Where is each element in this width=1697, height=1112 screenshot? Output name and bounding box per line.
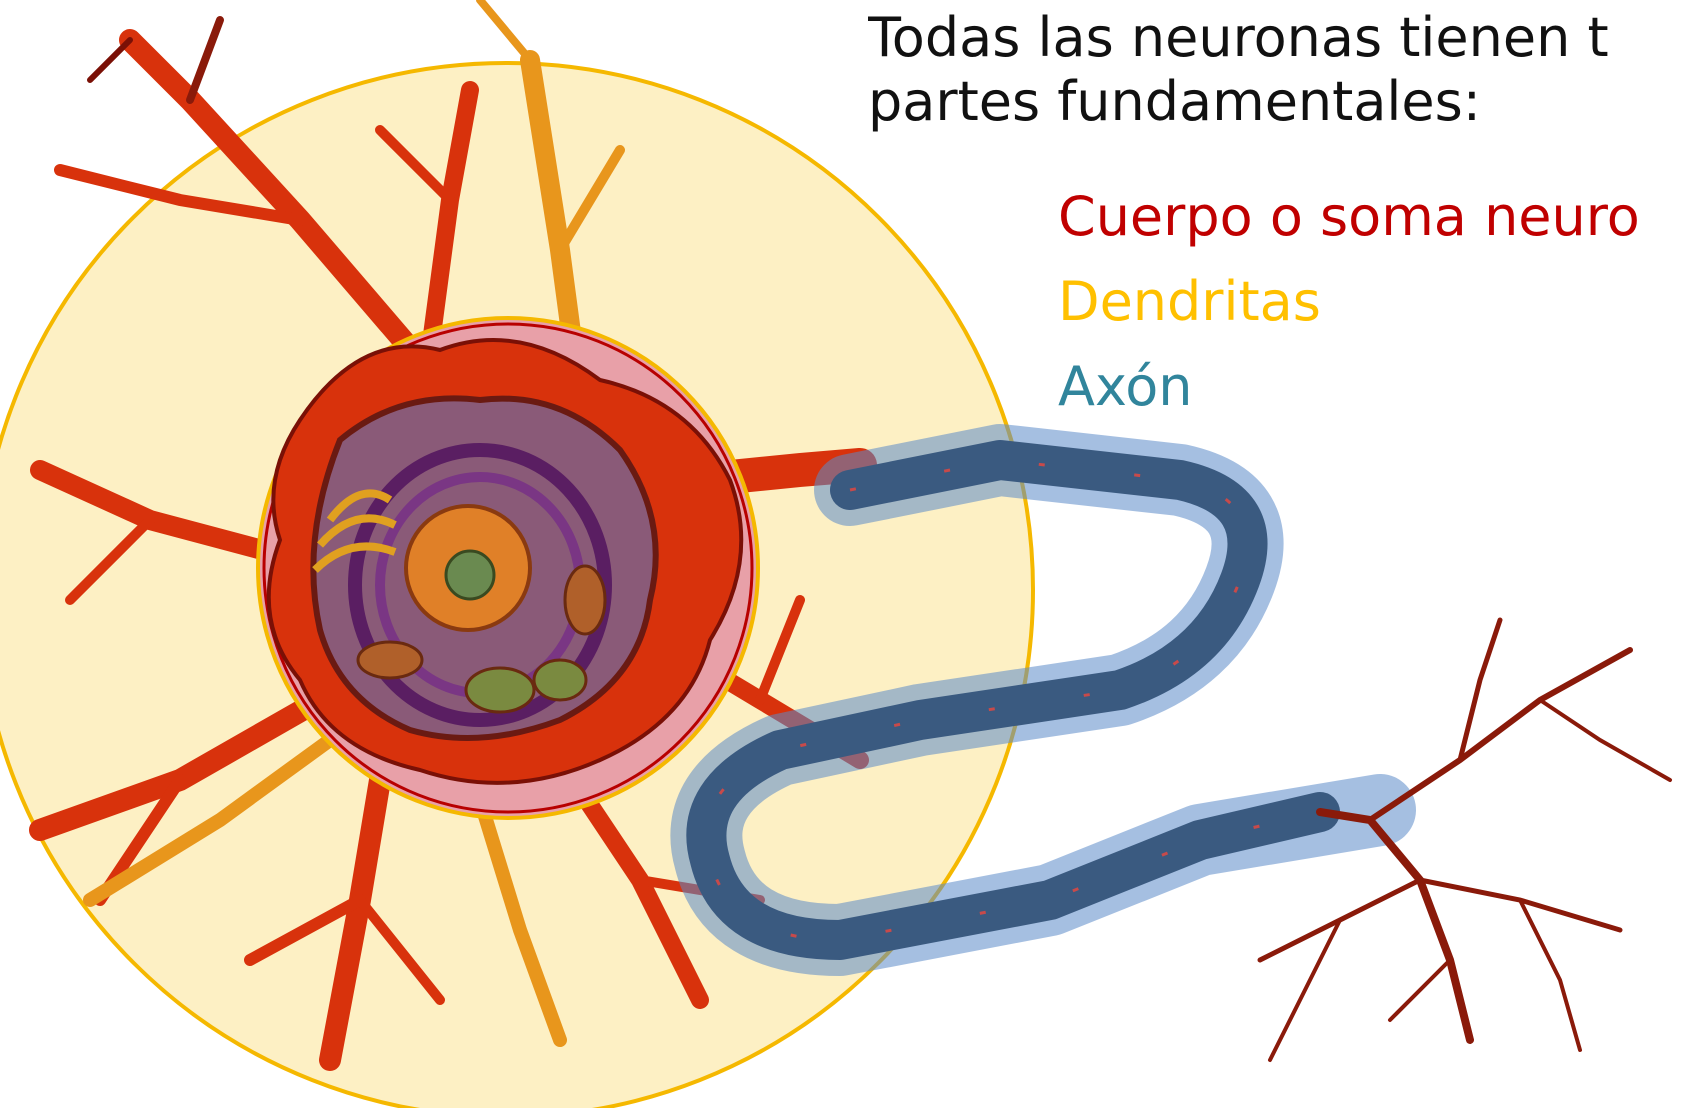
caption: Todas las neuronas tienen t partes funda… (868, 6, 1697, 134)
dendrite-branch (90, 40, 130, 80)
part-axon-label: Axón (1058, 344, 1697, 429)
dendrite-branch (480, 0, 530, 60)
part-soma-label: Cuerpo o soma neuro (1058, 174, 1697, 259)
part-dendrites-label: Dendritas (1058, 259, 1697, 344)
nucleolus (446, 551, 494, 599)
caption-line-1: Todas las neuronas tienen t (868, 6, 1697, 70)
caption-line-2: partes fundamentales: (868, 70, 1697, 134)
dendrite-branch (190, 20, 220, 100)
parts-list: Cuerpo o soma neuro Dendritas Axón (1058, 174, 1697, 429)
